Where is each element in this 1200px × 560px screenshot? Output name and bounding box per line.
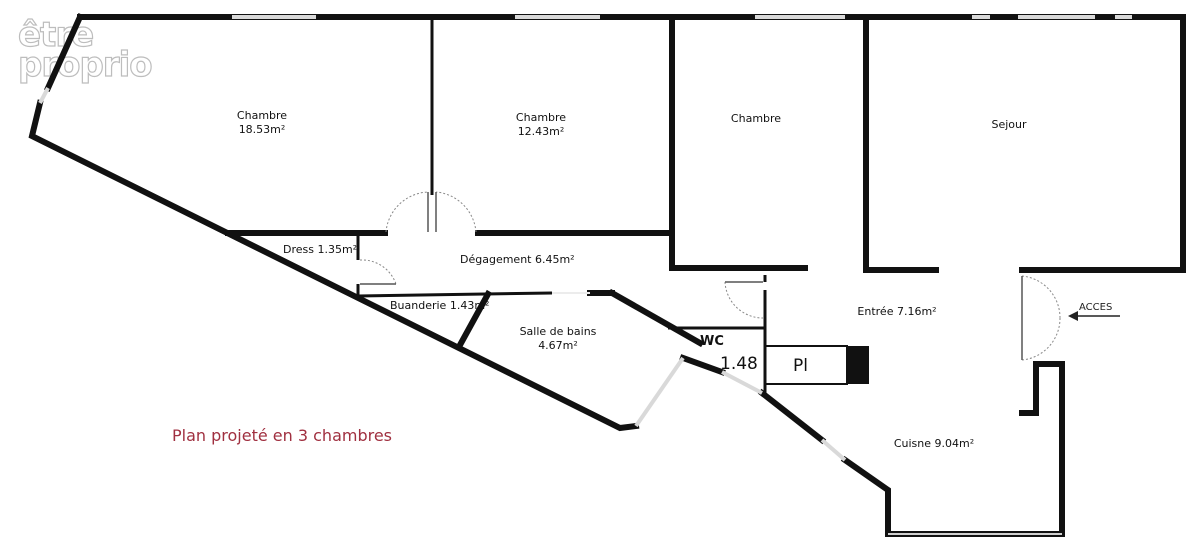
chambre2-area: 12.43m² — [518, 125, 565, 138]
logo-line-2: proprio — [17, 45, 153, 85]
windows — [38, 15, 1132, 535]
cuisine-label: Cuisne 9.04m² — [894, 437, 974, 450]
chambre3-name: Chambre — [731, 112, 781, 125]
chambre1-name: Chambre — [237, 109, 287, 122]
sejour-name: Sejour — [991, 118, 1027, 131]
interior-walls — [225, 14, 939, 395]
etre-proprio-logo: être proprio — [17, 15, 153, 85]
dress-label: Dress 1.35m² — [283, 243, 357, 256]
plan-caption: Plan projeté en 3 chambres — [172, 426, 392, 445]
sdb-area: 4.67m² — [538, 339, 578, 352]
sdb-name: Salle de bains — [520, 325, 597, 338]
wc-area: 1.48 — [720, 354, 758, 374]
doors — [359, 191, 1061, 361]
chambre2-name: Chambre — [516, 111, 566, 124]
access-arrow-icon — [1068, 311, 1120, 321]
entree-label: Entrée 7.16m² — [857, 305, 936, 318]
placard-label: Pl — [793, 356, 808, 376]
access-label: ACCES — [1079, 302, 1112, 313]
chambre1-area: 18.53m² — [239, 123, 286, 136]
buanderie-label: Buanderie 1.43m² — [390, 299, 489, 312]
exterior-walls — [28, 13, 1186, 537]
degagement-label: Dégagement 6.45m² — [460, 253, 575, 266]
wc-name: WC — [700, 334, 724, 349]
logo-line-1: être — [17, 15, 94, 55]
